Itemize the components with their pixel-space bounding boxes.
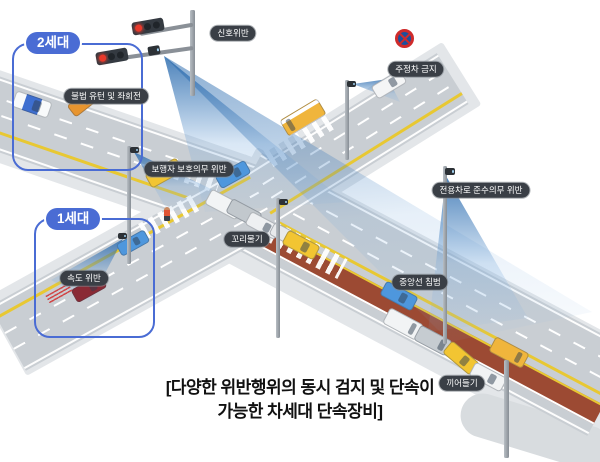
pedestrian <box>164 207 170 221</box>
street-pole <box>504 360 509 458</box>
caption-line-2: 가능한 차세대 단속장비] <box>217 402 383 421</box>
label-illegal-uturn: 불법 유턴 및 좌회전 <box>64 88 148 104</box>
label-cutting-in: 끼어들기 <box>439 375 485 391</box>
traffic-light-icon <box>131 17 165 36</box>
label-dedicated-lane: 전용차로 준수의무 위반 <box>432 182 530 198</box>
camera-pole <box>127 146 131 264</box>
parking-camera-icon <box>347 81 356 87</box>
intersection-camera-icon <box>279 199 288 205</box>
gen1-badge: 1세대 <box>46 208 101 230</box>
caption: [다양한 위반행위의 동시 검지 및 단속이 가능한 차세대 단속장비] <box>0 376 600 424</box>
caption-line-1: [다양한 위반행위의 동시 검지 및 단속이 <box>165 378 435 397</box>
speed-camera-icon <box>118 233 127 239</box>
camera-pole <box>276 198 280 338</box>
label-center-line: 중앙선 침범 <box>392 274 448 290</box>
gen2-highlight-box <box>12 43 143 171</box>
traffic-light-pole <box>190 10 195 96</box>
label-tailgating: 꼬리물기 <box>224 231 270 247</box>
gen2-badge: 2세대 <box>26 32 81 54</box>
bus-lane-camera-icon <box>445 168 455 175</box>
label-signal-violation: 신호위반 <box>210 25 256 41</box>
pedestrian-camera-icon <box>130 147 139 153</box>
label-pedestrian-protection: 보행자 보호의무 위반 <box>144 161 234 177</box>
camera-pole <box>345 80 349 160</box>
no-stopping-sign-icon <box>395 29 414 48</box>
label-speeding: 속도 위반 <box>60 270 108 286</box>
label-no-parking: 주정차 금지 <box>388 61 444 77</box>
red-lamp-icon <box>134 24 143 33</box>
camera-pole <box>443 166 447 344</box>
